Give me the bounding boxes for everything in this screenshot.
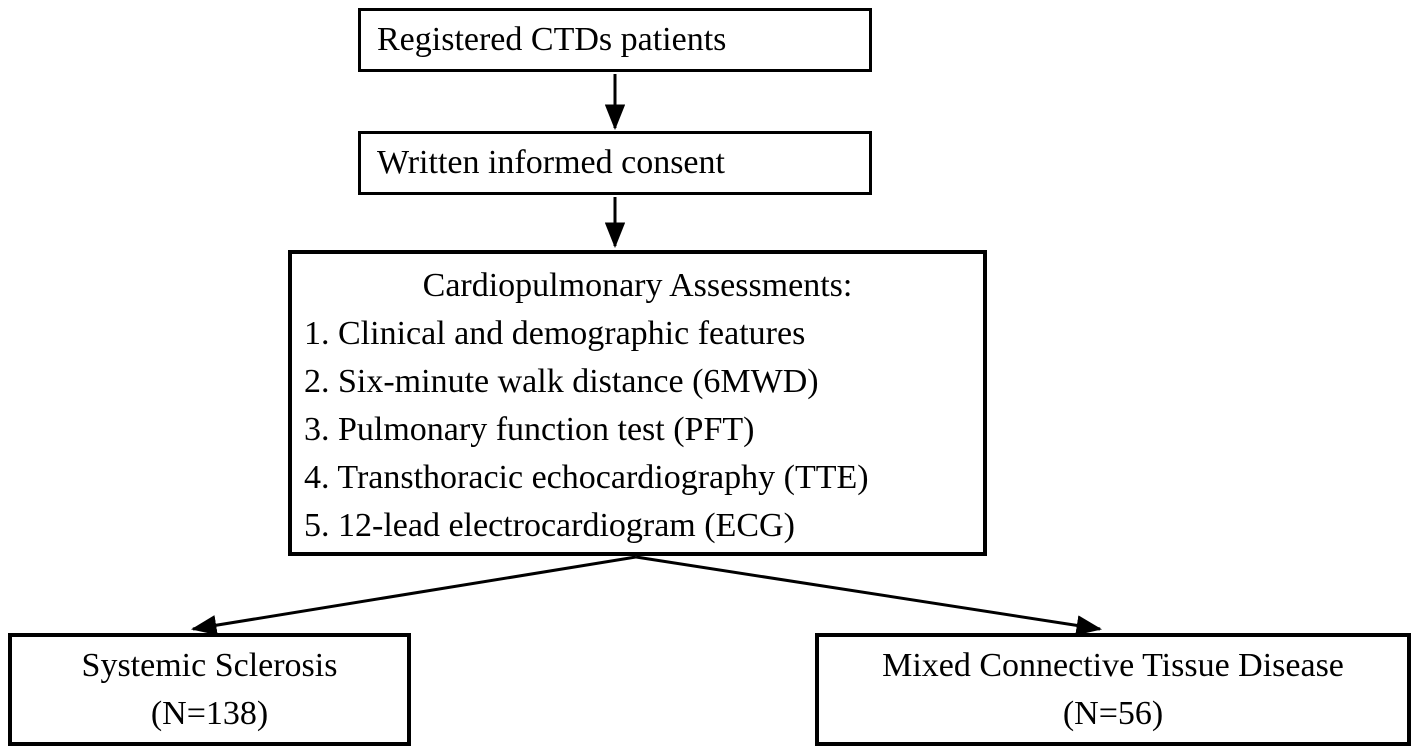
assessments-item-3: 3. Pulmonary function test (PFT) bbox=[304, 411, 755, 448]
assessments-item-1: 1. Clinical and demographic features bbox=[304, 315, 806, 352]
node-mixed-connective-tissue-disease: Mixed Connective Tissue Disease (N=56) bbox=[815, 633, 1411, 746]
arrow-assessments-to-mctd bbox=[635, 555, 1103, 636]
node-registered-patients: Registered CTDs patients bbox=[358, 8, 872, 72]
assessments-title: Cardiopulmonary Assessments: bbox=[422, 267, 853, 304]
assessments-item-5: 5. 12-lead electrocardiogram (ECG) bbox=[304, 507, 795, 544]
node-systemic-sclerosis: Systemic Sclerosis (N=138) bbox=[8, 633, 411, 746]
assessments-item-4: 4. Transthoracic echocardiography (TTE) bbox=[304, 459, 869, 496]
node-systemic-sclerosis-label: Systemic Sclerosis bbox=[81, 646, 338, 684]
node-mctd-count: (N=56) bbox=[1062, 694, 1164, 732]
node-registered-patients-label: Registered CTDs patients bbox=[377, 20, 727, 58]
arrow-assessments-to-ssc bbox=[190, 555, 637, 636]
assessments-item-2: 2. Six-minute walk distance (6MWD) bbox=[304, 363, 819, 400]
node-written-informed-consent-label: Written informed consent bbox=[377, 143, 725, 181]
node-mctd-label: Mixed Connective Tissue Disease bbox=[882, 646, 1344, 684]
node-systemic-sclerosis-count: (N=138) bbox=[150, 694, 269, 732]
node-written-informed-consent: Written informed consent bbox=[358, 131, 872, 195]
node-cardiopulmonary-assessments: Cardiopulmonary Assessments: 1. Clinical… bbox=[288, 250, 987, 556]
